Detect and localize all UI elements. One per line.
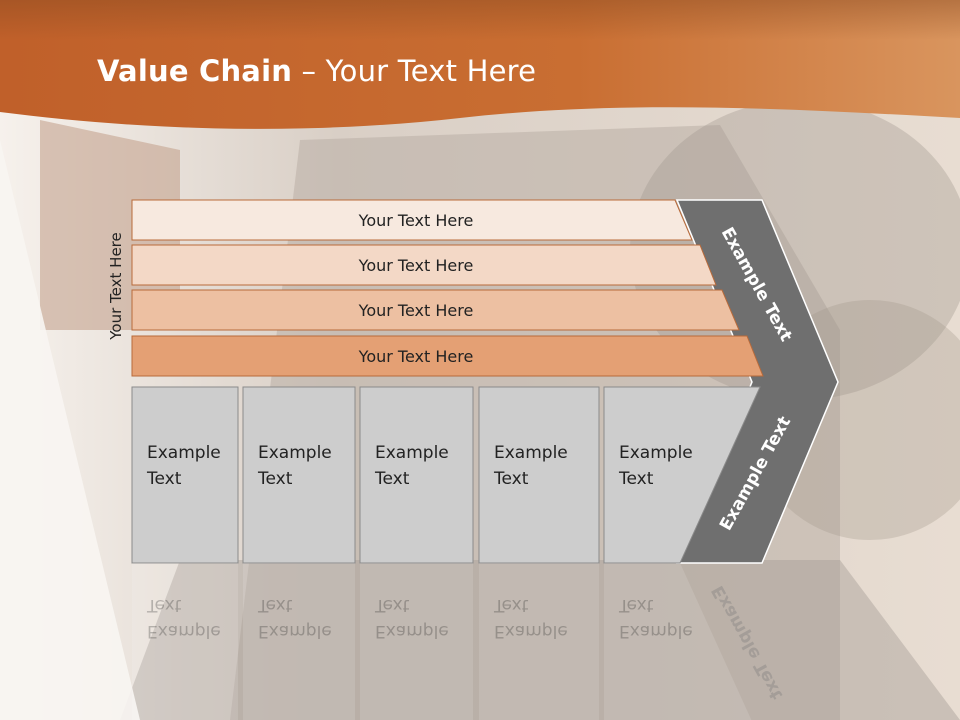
- activity-bar-label: Your Text Here: [358, 301, 474, 320]
- activity-bar: Your Text Here: [131, 289, 740, 331]
- reflection-shape: [479, 563, 599, 720]
- activity-boxes: ExampleTextExampleTextExampleTextExample…: [131, 386, 761, 564]
- page-title: Value Chain – Your Text Here: [97, 54, 536, 88]
- reflection-line2: Text: [374, 595, 410, 615]
- reflection-line1: Example: [147, 621, 221, 641]
- reflection-shape: [132, 563, 238, 720]
- reflection-line1: Example: [375, 621, 449, 641]
- vertical-label-text: Your Text Here: [107, 232, 125, 340]
- reflection-line2: Text: [146, 595, 182, 615]
- reflection-shape: [604, 563, 752, 720]
- activity-box-reflection: Example Text: [604, 563, 752, 720]
- reflection-line2: Text: [257, 595, 293, 615]
- activity-box-shape: [131, 386, 239, 564]
- activity-box-line1: Example: [619, 443, 693, 463]
- activity-box-reflection: Example Text: [360, 563, 473, 720]
- activity-box-line1: Example: [375, 443, 449, 463]
- reflection-line2: Text: [493, 595, 529, 615]
- activity-box-line1: Example: [494, 443, 568, 463]
- reflection-shape: [243, 563, 355, 720]
- title-rest: – Your Text Here: [292, 54, 537, 88]
- activity-box-reflection: Example Text: [243, 563, 355, 720]
- header-band: [0, 0, 960, 129]
- reflection-line1: Example: [619, 621, 693, 641]
- activity-bar: Your Text Here: [131, 199, 693, 241]
- activity-box-line2: Text: [146, 469, 182, 489]
- activity-box-shape: [603, 386, 761, 564]
- reflection-line2: Text: [618, 595, 654, 615]
- activity-bar-shape: [131, 244, 717, 286]
- title-bold: Value Chain: [97, 54, 293, 88]
- activity-bar-shape: [131, 289, 740, 331]
- activity-box-shape: [478, 386, 600, 564]
- activity-bar-label: Your Text Here: [358, 347, 474, 366]
- activity-box-reflection: Example Text: [479, 563, 599, 720]
- activity-box-line2: Text: [374, 469, 410, 489]
- activity-bar-label: Your Text Here: [358, 211, 474, 230]
- activity-box-line1: Example: [258, 443, 332, 463]
- activity-box-reflection: Example Text: [132, 563, 238, 720]
- activity-box-line2: Text: [618, 469, 654, 489]
- activity-box-line1: Example: [147, 443, 221, 463]
- activity-box-shape: [242, 386, 356, 564]
- activity-bar: Your Text Here: [131, 244, 717, 286]
- reflection-shape: [360, 563, 473, 720]
- reflection-line1: Example: [494, 621, 568, 641]
- activity-box-line2: Text: [257, 469, 293, 489]
- activity-box-shape: [359, 386, 474, 564]
- reflection: ExampleTextExampleTextExampleTextExample…: [132, 563, 787, 720]
- activity-bar-shape: [131, 335, 764, 377]
- reflection-line1: Example: [258, 621, 332, 641]
- activity-bar: Your Text Here: [131, 335, 764, 377]
- activity-box-line2: Text: [493, 469, 529, 489]
- activity-bar-shape: [131, 199, 693, 241]
- activity-bar-label: Your Text Here: [358, 256, 474, 275]
